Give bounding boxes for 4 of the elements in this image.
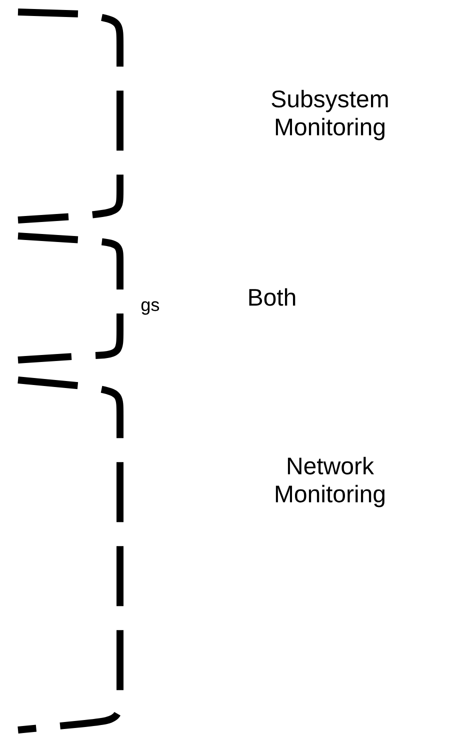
bracket-label: Both (249, 288, 296, 306)
bracket-label: Network Monitoring (276, 456, 384, 508)
bracket-label: Subsystem Monitoring (272, 90, 388, 140)
bracket-label: gs (141, 301, 160, 315)
